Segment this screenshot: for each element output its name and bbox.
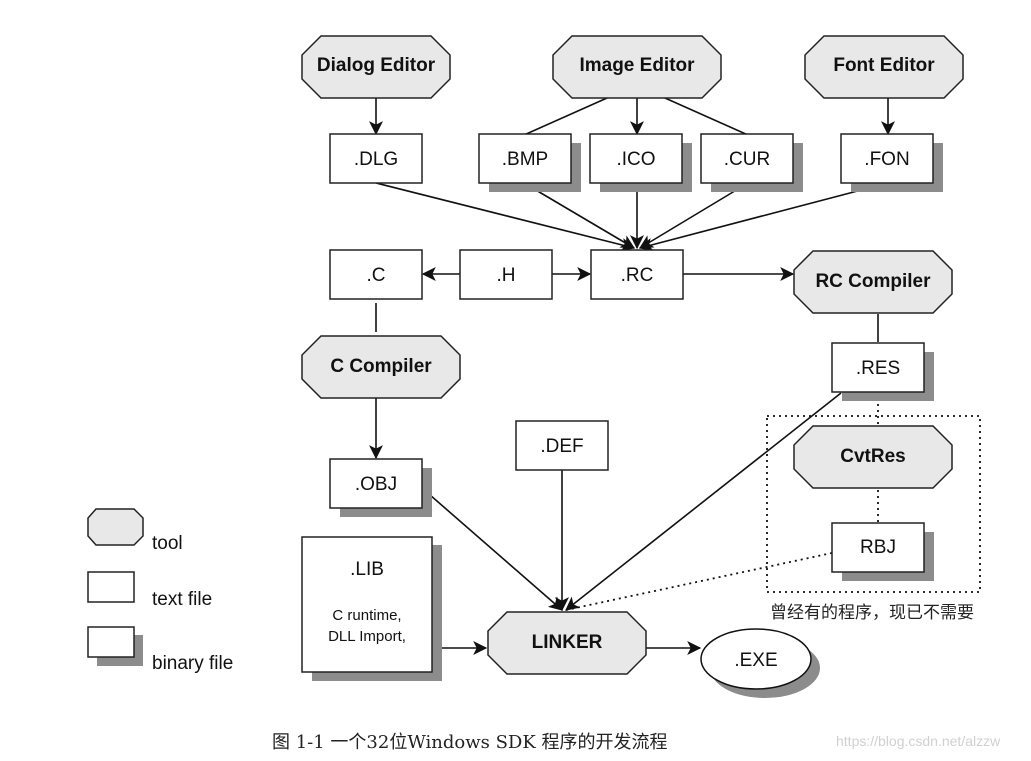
edge-image-editor-to-bmp (523, 97, 608, 136)
tool-label: C Compiler (330, 356, 432, 377)
edge-obj-to-linker (421, 487, 563, 611)
legend-label: text file (152, 589, 212, 610)
tool-shape-icon (87, 508, 144, 546)
output-exe: .EXE (700, 628, 820, 698)
legend-label: binary file (152, 653, 233, 674)
edge-rbj-to-linker-obsolete (565, 552, 833, 611)
file-label: .OBJ (355, 474, 397, 495)
binary-file-fon: .FON (840, 133, 943, 192)
file-label: .C (367, 265, 386, 286)
file-label: .DLG (354, 149, 398, 170)
tool-label: Font Editor (833, 55, 935, 76)
binary-file-icon (87, 626, 135, 658)
legend-label: tool (152, 533, 183, 554)
text-file-h: .H (459, 249, 553, 300)
tool-label: Image Editor (579, 55, 695, 76)
tool-c-compiler: C Compiler (301, 335, 461, 399)
file-label: .LIB (350, 559, 384, 580)
file-label: .ICO (616, 149, 655, 170)
file-label: .BMP (502, 149, 548, 170)
legend: tool text file binary file (87, 508, 233, 674)
binary-file-obj: .OBJ (329, 458, 432, 517)
edge-fon-to-rc (638, 182, 889, 252)
tool-cvtres: CvtRes (793, 425, 953, 489)
legend-item-text-file: text file (87, 571, 212, 610)
file-label: .DEF (540, 436, 583, 457)
edge-dlg-to-rc (375, 182, 636, 252)
tool-rc-compiler: RC Compiler (793, 250, 953, 314)
binary-file-lib: .LIB C runtime, DLL Import, (301, 536, 442, 681)
tool-linker: LINKER (487, 611, 647, 675)
binary-file-bmp: .BMP (478, 133, 581, 192)
figure-caption: 图 1-1 一个32位Windows SDK 程序的开发流程 (272, 732, 668, 753)
obsolete-note: 曾经有的程序，现已不需要 (770, 603, 974, 623)
file-label: .CUR (724, 149, 770, 170)
file-label: .H (497, 265, 516, 286)
text-file-dlg: .DLG (329, 133, 423, 184)
binary-file-res: .RES (831, 342, 934, 401)
tool-image-editor: Image Editor (552, 35, 722, 99)
tool-label: LINKER (532, 632, 603, 653)
tool-label: RC Compiler (815, 271, 931, 292)
binary-file-cur: .CUR (700, 133, 803, 192)
text-file-icon (87, 571, 135, 603)
edge-cur-to-rc (639, 182, 749, 249)
text-file-rc: .RC (590, 249, 684, 300)
edge-image-editor-to-cur (664, 97, 749, 136)
tool-label: Dialog Editor (317, 55, 436, 76)
obsolete-region (766, 415, 981, 593)
file-label: .EXE (734, 650, 777, 671)
binary-file-ico: .ICO (589, 133, 692, 192)
file-label: .RES (856, 358, 900, 379)
file-label: .FON (864, 149, 909, 170)
legend-item-binary-file: binary file (87, 626, 233, 674)
watermark: https://blog.csdn.net/alzzw (836, 733, 1001, 749)
tool-dialog-editor: Dialog Editor (301, 35, 451, 99)
file-label: RBJ (860, 537, 896, 558)
edge-bmp-to-rc (523, 182, 636, 249)
tool-label: CvtRes (840, 446, 905, 467)
legend-item-tool: tool (87, 508, 183, 554)
lib-detail-line: DLL Import, (328, 628, 406, 645)
edge-res-to-linker (565, 392, 842, 611)
lib-detail-line: C runtime, (332, 607, 401, 624)
binary-file-rbj: RBJ (831, 522, 934, 581)
text-file-c: .C (329, 249, 423, 300)
edges (369, 97, 895, 655)
text-file-def: .DEF (515, 420, 609, 471)
tool-font-editor: Font Editor (804, 35, 964, 99)
file-label: .RC (621, 265, 654, 286)
